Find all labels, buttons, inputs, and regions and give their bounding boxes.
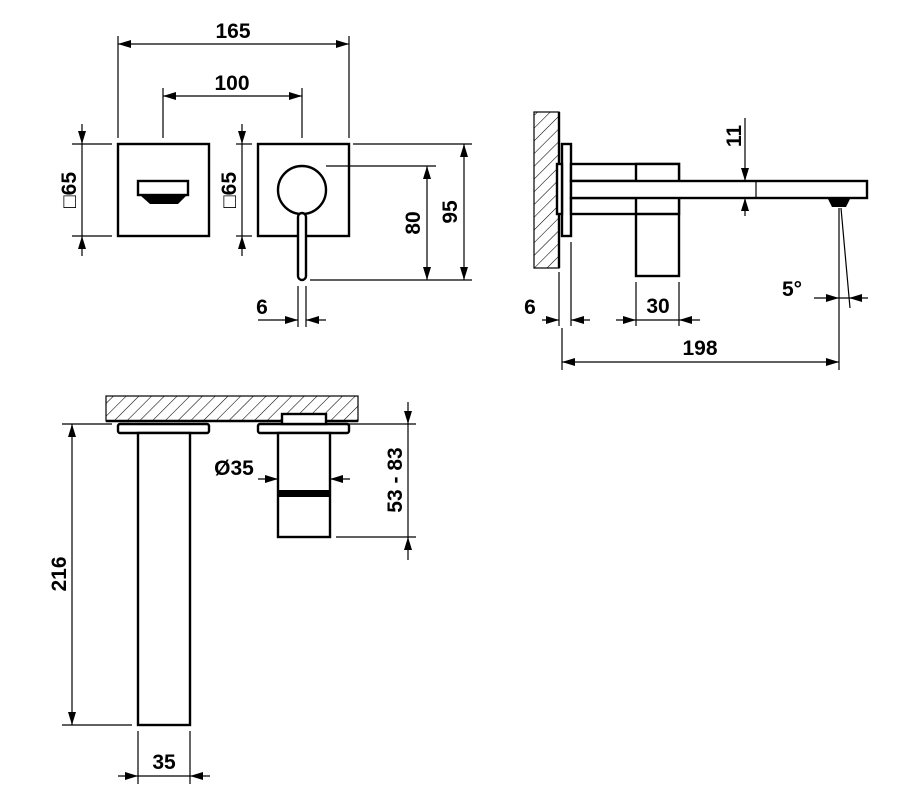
dim-plate-left: □65 xyxy=(58,172,81,208)
dim-wall-offset: 6 xyxy=(524,296,536,319)
spout-outlet xyxy=(136,179,190,197)
dim-plate-right: □65 xyxy=(218,172,241,208)
spout-plate xyxy=(116,142,211,238)
spout-plan xyxy=(136,431,192,727)
dim-total-width: 165 xyxy=(215,20,250,43)
dim-spout-width: 35 xyxy=(152,751,176,774)
dim-spout-thickness: 11 xyxy=(723,125,746,148)
lever-handle xyxy=(296,211,308,282)
lever-knob xyxy=(276,164,328,216)
wall-section xyxy=(533,111,560,269)
side-view: 11 6 30 5° 198 xyxy=(524,111,869,370)
dim-spout-length: 216 xyxy=(48,556,71,591)
dim-lever-width: 6 xyxy=(256,296,268,319)
dim-spout-projection: 198 xyxy=(682,337,717,360)
dim-adjust-range: 53 - 83 xyxy=(384,447,407,512)
dim-lever-height: 80 xyxy=(402,211,425,234)
dim-body-width: 30 xyxy=(646,295,669,318)
dim-spout-angle: 5° xyxy=(782,278,802,301)
spout-side xyxy=(569,179,869,200)
plan-view: Ø35 53 - 83 216 35 xyxy=(48,395,416,784)
side-plate xyxy=(560,142,573,238)
pipe-cartridge xyxy=(280,412,328,426)
pipe-body xyxy=(276,431,332,539)
dim-center-distance: 100 xyxy=(214,72,249,95)
dim-overall-height: 95 xyxy=(439,200,462,224)
dim-pipe-diameter: Ø35 xyxy=(214,457,254,480)
spout-outlet-aerator xyxy=(141,196,186,204)
front-view: 165 100 □65 □65 80 95 xyxy=(58,20,472,327)
